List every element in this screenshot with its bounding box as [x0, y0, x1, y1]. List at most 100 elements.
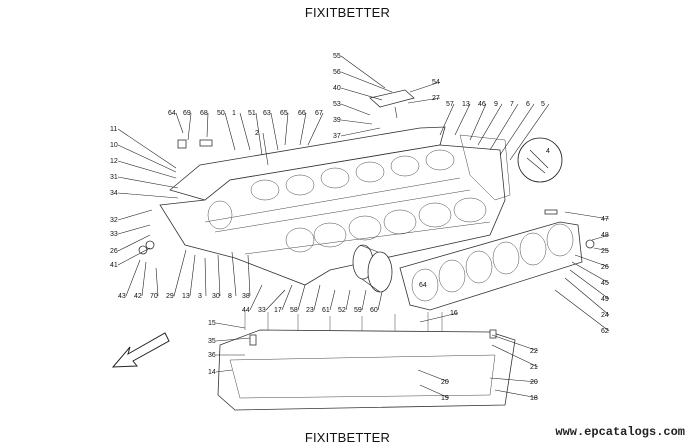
leader-line-67: [307, 112, 324, 146]
callout-33: 33: [110, 231, 118, 238]
callout-57: 57: [446, 101, 454, 108]
leader-line-6: [499, 103, 535, 156]
callout-40: 40: [333, 85, 341, 92]
leader-line-33: [117, 224, 151, 235]
leader-line-14: [215, 369, 233, 373]
callout-32: 32: [110, 217, 118, 224]
leader-line-54: [409, 81, 441, 93]
page-header-title: FIXITBETTER: [304, 5, 391, 20]
leader-line-49: [569, 269, 610, 300]
front-direction-arrow: [111, 332, 170, 368]
leader-line-68: [206, 112, 209, 138]
leader-line-29: [173, 249, 187, 297]
callout-20: 20: [530, 379, 538, 386]
callout-22: 22: [530, 348, 538, 355]
leader-line-63: [270, 112, 279, 151]
callout-13: 13: [462, 101, 470, 108]
leader-line-52: [345, 289, 351, 311]
leader-line-7: [489, 103, 519, 151]
callout-38: 38: [242, 293, 250, 300]
callout-9: 9: [494, 101, 498, 108]
leader-line-3: [204, 257, 207, 297]
callout-27: 27: [432, 95, 440, 102]
callout-60: 60: [370, 307, 378, 314]
callout-6: 6: [526, 101, 530, 108]
callout-66: 66: [298, 110, 306, 117]
callout-67: 67: [315, 110, 323, 117]
callout-63: 63: [263, 110, 271, 117]
leader-line-60: [377, 291, 383, 311]
callout-17: 17: [274, 307, 282, 314]
leader-line-2: [262, 132, 269, 166]
leader-line-69: [187, 112, 192, 141]
callout-24: 24: [601, 312, 609, 319]
callout-31: 31: [110, 174, 118, 181]
leader-line-45: [571, 261, 610, 284]
callout-34: 34: [110, 190, 118, 197]
callout-55: 55: [333, 53, 341, 60]
callout-42: 42: [134, 293, 142, 300]
callout-10: 10: [110, 142, 118, 149]
callout-58: 58: [290, 307, 298, 314]
callout-19: 19: [441, 395, 449, 402]
callout-5: 5: [541, 101, 545, 108]
leader-line-66: [299, 112, 307, 146]
leader-line-22: [491, 334, 539, 352]
leader-line-46: [469, 103, 487, 141]
engine-block-drawing: [159, 126, 511, 286]
bracket-cover: [369, 89, 415, 119]
callout-65: 65: [280, 110, 288, 117]
callout-14: 14: [208, 369, 216, 376]
leader-line-47: [564, 211, 610, 220]
leader-line-38: [247, 254, 251, 297]
callout-64: 64: [168, 110, 176, 117]
leader-line-13: [189, 254, 196, 297]
callout-70: 70: [150, 293, 158, 300]
gasket-label: 64: [419, 282, 427, 289]
leader-line-13: [454, 103, 471, 136]
leader-line-51: [255, 112, 263, 156]
callout-11: 11: [110, 126, 117, 133]
callout-47: 47: [601, 216, 609, 223]
callout-30: 30: [212, 293, 220, 300]
callout-48: 48: [601, 232, 609, 239]
leader-line-8: [231, 251, 237, 297]
leader-line-44: [249, 284, 263, 311]
leader-line-20: [489, 377, 539, 383]
leader-line-19: [419, 384, 450, 399]
leader-line-33: [265, 289, 286, 311]
callout-54: 54: [432, 79, 440, 86]
callout-68: 68: [200, 110, 208, 117]
leader-line-9: [477, 103, 503, 146]
leader-line-23: [313, 284, 321, 311]
callout-20: 20: [441, 379, 449, 386]
leader-line-21: [491, 344, 539, 368]
callout-25: 25: [601, 248, 609, 255]
leader-line-56: [340, 71, 393, 93]
leader-line-48: [591, 234, 610, 241]
leader-line-35: [215, 337, 251, 342]
leader-line-40: [340, 87, 383, 101]
inset-detail: 4: [517, 137, 563, 183]
callout-13: 13: [182, 293, 190, 300]
leader-line-43: [125, 259, 141, 297]
callout-51: 51: [248, 110, 256, 117]
callout-36: 36: [208, 352, 216, 359]
leader-line-26: [117, 234, 151, 252]
callout-8: 8: [228, 293, 232, 300]
callout-39: 39: [333, 117, 341, 124]
callout-21: 21: [530, 364, 538, 371]
leader-line-41: [117, 247, 151, 266]
leader-line-5: [509, 103, 550, 161]
leader-line-50: [224, 112, 236, 151]
leader-line-59: [361, 289, 367, 311]
page-footer-title: FIXITBETTER: [304, 430, 391, 445]
inset-label: 4: [546, 148, 550, 155]
callout-1: 1: [232, 110, 236, 117]
leader-line-10: [117, 144, 177, 173]
callout-56: 56: [333, 69, 341, 76]
callout-44: 44: [242, 307, 250, 314]
leader-line-18: [494, 389, 539, 399]
